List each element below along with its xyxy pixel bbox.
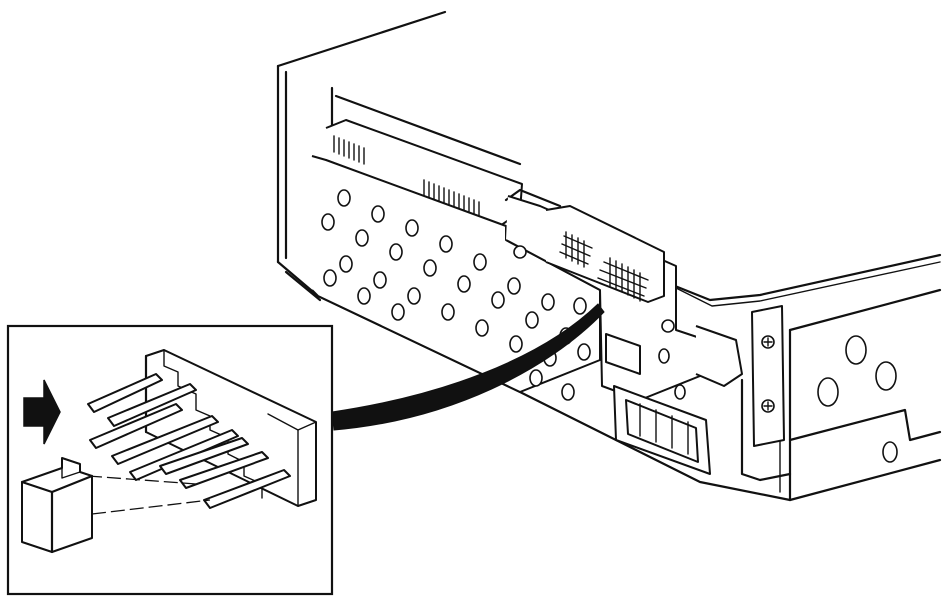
mounting-bracket: [740, 305, 792, 482]
insertion-guides: [87, 475, 211, 515]
power-connector: [605, 333, 711, 475]
insert-arrow-icon: [23, 379, 61, 445]
jumper-block-icon: [20, 457, 94, 554]
jumper-header-bracket: [505, 195, 743, 401]
interface-connector-slot: [325, 86, 523, 227]
header-pins: [87, 373, 291, 509]
inset-detail-panel: [6, 324, 334, 596]
callout-leader: [331, 303, 605, 431]
